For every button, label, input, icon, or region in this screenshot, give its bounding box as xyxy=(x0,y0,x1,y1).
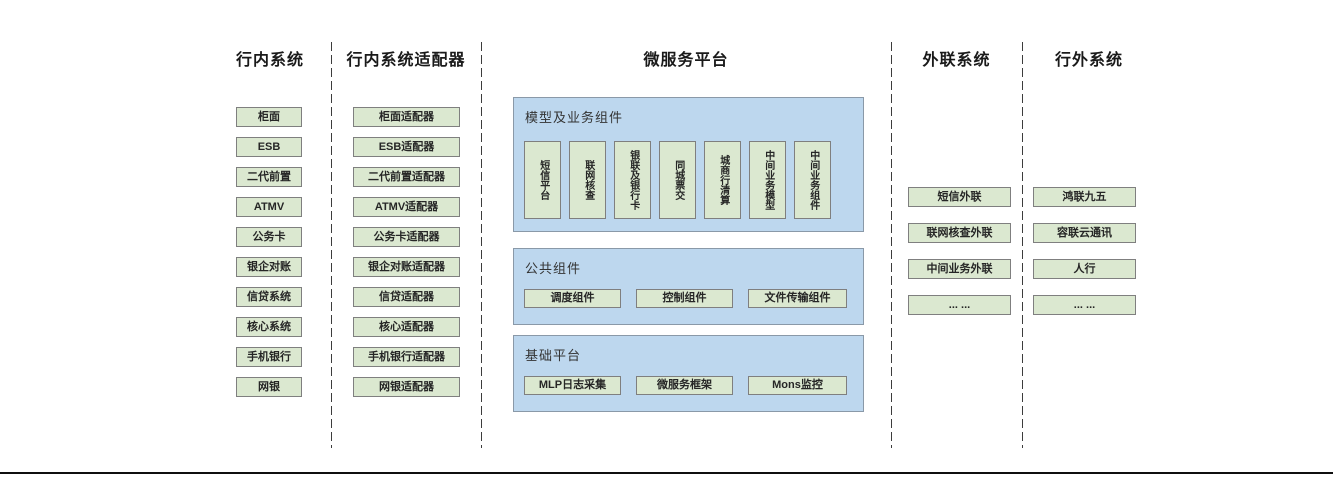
panel-title: 基础平台 xyxy=(525,348,582,363)
system-box: 核心系统 xyxy=(236,317,302,337)
common-component-box: 文件传输组件 xyxy=(748,289,847,308)
outside-system-box: 人行 xyxy=(1033,259,1136,279)
adapter-box: 信贷适配器 xyxy=(353,287,460,307)
column-divider xyxy=(891,42,892,448)
model-component-box: 同城票交 xyxy=(659,141,696,219)
common-components-row: 调度组件 控制组件 文件传输组件 xyxy=(524,289,847,308)
column-divider xyxy=(331,42,332,448)
header-microservice-platform: 微服务平台 xyxy=(643,52,729,69)
adapter-box: ATMV适配器 xyxy=(353,197,460,217)
external-link-box: 短信外联 xyxy=(908,187,1011,207)
panel-title: 公共组件 xyxy=(525,261,582,276)
outside-system-box: 容联云通讯 xyxy=(1033,223,1136,243)
system-box: 二代前置 xyxy=(236,167,302,187)
system-box: 银企对账 xyxy=(236,257,302,277)
system-box: 信贷系统 xyxy=(236,287,302,307)
common-component-box: 调度组件 xyxy=(524,289,621,308)
header-external-link-systems: 外联系统 xyxy=(922,52,991,69)
external-link-box: ... ... xyxy=(908,295,1011,315)
adapter-box: ESB适配器 xyxy=(353,137,460,157)
system-box: 公务卡 xyxy=(236,227,302,247)
system-box: ESB xyxy=(236,137,302,157)
adapter-box: 二代前置适配器 xyxy=(353,167,460,187)
adapter-box: 网银适配器 xyxy=(353,377,460,397)
column-divider xyxy=(1022,42,1023,448)
base-platform-box: MLP日志采集 xyxy=(524,376,621,395)
bottom-rule xyxy=(0,472,1333,474)
panel-title: 模型及业务组件 xyxy=(525,110,624,125)
adapter-box: 公务卡适配器 xyxy=(353,227,460,247)
system-box: 网银 xyxy=(236,377,302,397)
outside-system-box: 鸿联九五 xyxy=(1033,187,1136,207)
column-divider xyxy=(481,42,482,448)
base-platform-box: 微服务框架 xyxy=(636,376,733,395)
panel-model-business-components: 模型及业务组件 短信平台 联网核查 银联及银行卡 同城票交 城商行清算 中间业务… xyxy=(513,97,864,232)
model-components-row: 短信平台 联网核查 银联及银行卡 同城票交 城商行清算 中间业务模型 中间业务组… xyxy=(524,141,831,219)
system-box: ATMV xyxy=(236,197,302,217)
adapter-box: 手机银行适配器 xyxy=(353,347,460,367)
header-outside-bank-systems: 行外系统 xyxy=(1054,52,1123,69)
adapter-box: 柜面适配器 xyxy=(353,107,460,127)
system-box: 手机银行 xyxy=(236,347,302,367)
outside-systems-stack: 鸿联九五 容联云通讯 人行 ... ... xyxy=(1033,187,1136,331)
internal-systems-stack: 柜面 ESB 二代前置 ATMV 公务卡 银企对账 信贷系统 核心系统 手机银行… xyxy=(236,107,302,407)
model-component-box: 中间业务组件 xyxy=(794,141,831,219)
base-platform-row: MLP日志采集 微服务框架 Mons监控 xyxy=(524,376,847,395)
header-internal-system-adapters: 行内系统适配器 xyxy=(346,52,466,69)
external-link-box: 联网核查外联 xyxy=(908,223,1011,243)
model-component-box: 银联及银行卡 xyxy=(614,141,651,219)
adapter-box: 核心适配器 xyxy=(353,317,460,337)
model-component-box: 城商行清算 xyxy=(704,141,741,219)
adapter-box: 银企对账适配器 xyxy=(353,257,460,277)
header-internal-systems: 行内系统 xyxy=(235,52,304,69)
external-link-stack: 短信外联 联网核查外联 中间业务外联 ... ... xyxy=(908,187,1011,331)
panel-common-components: 公共组件 调度组件 控制组件 文件传输组件 xyxy=(513,248,864,325)
outside-system-box: ... ... xyxy=(1033,295,1136,315)
system-box: 柜面 xyxy=(236,107,302,127)
panel-base-platform: 基础平台 MLP日志采集 微服务框架 Mons监控 xyxy=(513,335,864,412)
model-component-box: 短信平台 xyxy=(524,141,561,219)
common-component-box: 控制组件 xyxy=(636,289,733,308)
internal-adapters-stack: 柜面适配器 ESB适配器 二代前置适配器 ATMV适配器 公务卡适配器 银企对账… xyxy=(353,107,460,407)
model-component-box: 中间业务模型 xyxy=(749,141,786,219)
base-platform-box: Mons监控 xyxy=(748,376,847,395)
external-link-box: 中间业务外联 xyxy=(908,259,1011,279)
model-component-box: 联网核查 xyxy=(569,141,606,219)
